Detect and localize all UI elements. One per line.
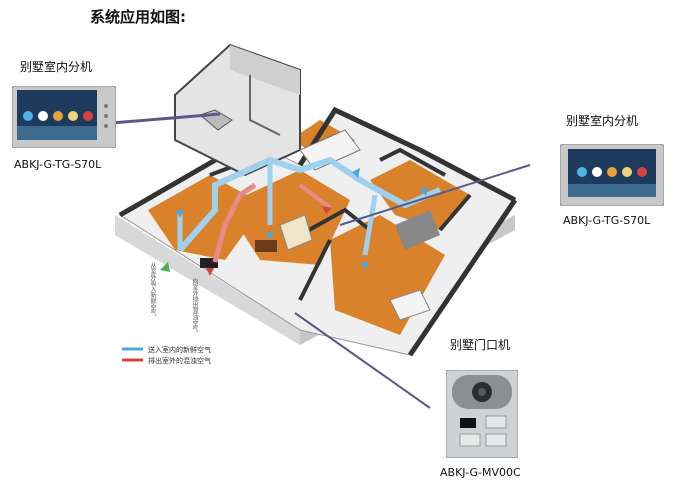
kitchen-counter	[299, 129, 361, 171]
app-icon	[53, 111, 63, 121]
app-icon	[577, 167, 587, 177]
wall-right-front	[407, 198, 518, 357]
wall-top-right	[379, 147, 446, 177]
exhaust-duct-main	[212, 182, 257, 263]
fresh-air-duct-main	[177, 156, 442, 252]
wall-center	[299, 207, 372, 237]
annotation-exhaust: 向室外排出混浊空气	[191, 278, 198, 332]
coffee-table	[255, 240, 277, 252]
app-icon	[68, 111, 78, 121]
app-icon	[23, 111, 33, 121]
app-icon	[592, 167, 602, 177]
call-button	[485, 433, 507, 447]
floor-room-top-right	[370, 160, 470, 230]
fresh-air-duct-branch-bedroom	[362, 194, 378, 256]
app-icon	[83, 111, 93, 121]
fresh-air-arrow	[361, 262, 369, 270]
indoor-monitor-left	[12, 86, 116, 148]
monitor-screen-band	[17, 126, 97, 140]
exhaust-arrow	[206, 268, 214, 276]
indoor-unit-left-model: ABKJ-G-TG-S70L	[14, 158, 102, 171]
connector-line-door-station	[294, 312, 431, 409]
door-station-display	[460, 418, 476, 428]
fresh-air-arrow	[266, 232, 274, 240]
fresh-air-arrow	[352, 168, 360, 178]
house-base-left	[115, 215, 300, 345]
wall-right-back	[418, 147, 517, 203]
connector-line-indoor-right	[339, 164, 531, 226]
exhaust-arrow	[322, 206, 332, 214]
page-title: 系统应用如图:	[90, 8, 186, 26]
fresh-air-arrow	[420, 186, 428, 196]
door-station-model: ABKJ-G-MV00C	[440, 466, 521, 479]
annotation-intake: 从室外吸入新鲜空气	[149, 262, 156, 316]
connector-line-indoor-left	[99, 112, 221, 126]
fresh-air-arrow	[176, 210, 184, 218]
upper-block-roof	[230, 45, 300, 95]
wall-center-front	[298, 239, 332, 301]
ventilation-unit	[200, 258, 218, 268]
call-button	[485, 415, 507, 429]
intake-arrow	[160, 262, 170, 272]
legend-fresh-air: 送入室内的新鲜空气	[148, 346, 211, 354]
monitor-button	[104, 104, 108, 108]
indoor-unit-right-model: ABKJ-G-TG-S70L	[563, 214, 651, 227]
camera-lens-inner	[478, 388, 486, 396]
legend-exhaust-air: 排出室外的混浊空气	[148, 357, 211, 365]
monitor-button	[104, 124, 108, 128]
bed	[389, 289, 431, 321]
monitor-button	[104, 114, 108, 118]
app-icon	[607, 167, 617, 177]
exhaust-duct-branch	[298, 183, 332, 210]
app-icon	[637, 167, 647, 177]
indoor-unit-left-label: 别墅室内分机	[20, 60, 93, 74]
sofa	[279, 214, 313, 251]
door-station-device	[446, 370, 518, 458]
indoor-monitor-right	[560, 144, 664, 206]
stair-rail	[249, 75, 281, 136]
cabinet	[395, 210, 440, 250]
indoor-unit-right-label: 别墅室内分机	[566, 114, 639, 128]
wall-right-inner	[438, 193, 472, 232]
monitor-screen-band	[568, 184, 656, 197]
app-icon	[622, 167, 632, 177]
app-icon	[38, 111, 48, 121]
call-button	[459, 433, 481, 447]
door-station-label: 别墅门口机	[450, 338, 511, 352]
